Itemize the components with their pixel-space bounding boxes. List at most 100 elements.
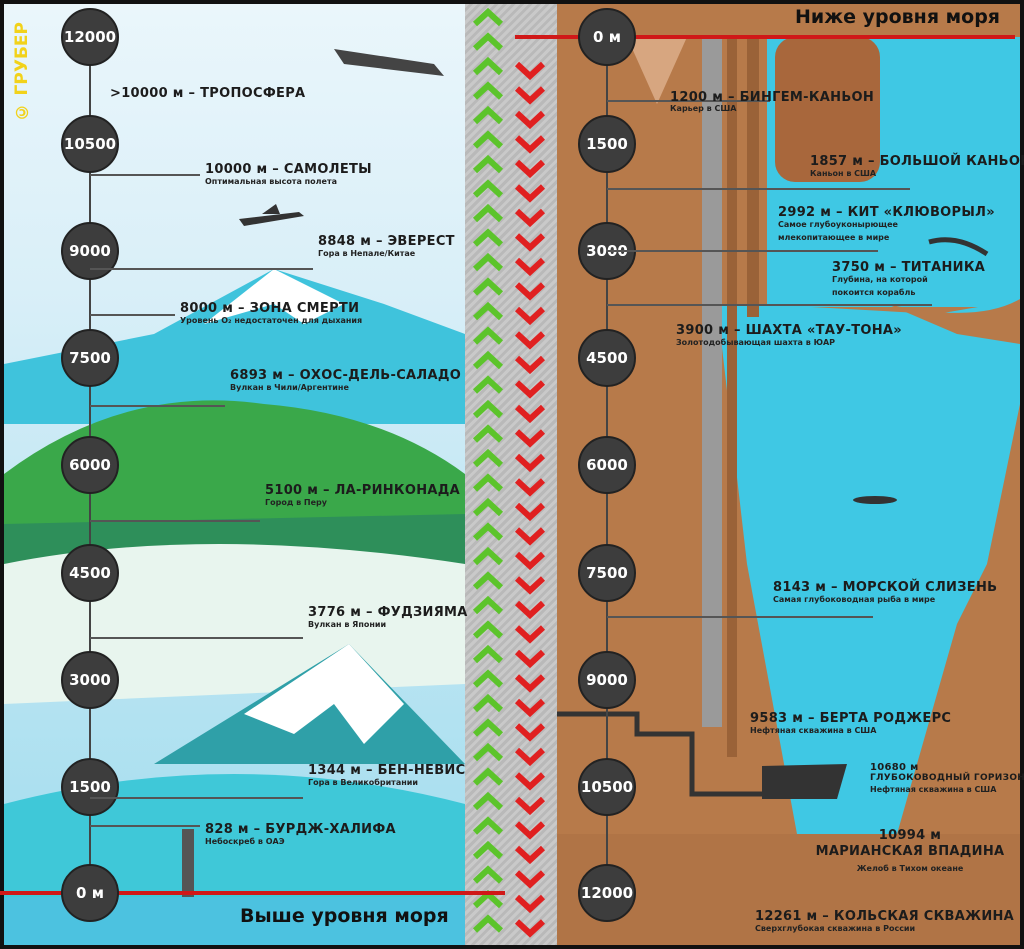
altitude-marker: 7500 xyxy=(61,329,119,387)
depth-marker: 10500 xyxy=(578,758,636,816)
down-arrow-icon xyxy=(514,478,546,497)
below-sea-title: 12261 м – КОЛЬСКАЯ СКВАЖИНА xyxy=(755,909,1015,924)
credit-text: © ГРУБЕР xyxy=(12,22,32,122)
below-sea-title: 3900 м – ШАХТА «ТАУ-ТОНА» xyxy=(676,323,902,338)
down-arrow-icon xyxy=(514,772,546,791)
above-sea-title: 8000 м – ЗОНА СМЕРТИ xyxy=(180,301,360,316)
arrow-strip xyxy=(465,4,557,945)
above-sea-title: 828 м – БУРДЖ-ХАЛИФА xyxy=(205,822,396,837)
up-arrow-icon xyxy=(472,522,504,541)
depth-marker: 7500 xyxy=(578,544,636,602)
up-arrow-icon xyxy=(472,889,504,909)
down-arrow-icon xyxy=(514,208,546,228)
up-arrow-icon xyxy=(472,669,504,688)
down-arrow-icon xyxy=(514,257,546,277)
above-sea-caption: Вулкан в Японии xyxy=(308,620,387,629)
down-arrow-icon xyxy=(514,551,546,571)
below-sea-title: 8143 м – МОРСКОЙ СЛИЗЕНЬ xyxy=(773,580,998,595)
below-sea-caption: Желоб в Тихом океане xyxy=(856,864,964,873)
down-arrow-icon xyxy=(514,821,546,840)
below-sea-caption: Карьер в США xyxy=(670,104,737,113)
below-sea-caption: Глубина, на которой xyxy=(832,275,928,284)
below-sea-caption: Сверхглубокая скважина в России xyxy=(755,924,916,933)
up-arrow-icon xyxy=(472,840,504,860)
up-arrow-icon xyxy=(472,791,504,811)
up-arrow-icon xyxy=(472,816,504,835)
below-sea-title: 3750 м – ТИТАНИКА xyxy=(832,260,986,275)
level-line xyxy=(90,637,303,639)
above-sea-panel: © ГРУБЕР xyxy=(4,4,465,945)
above-sea-title: 6893 м – ОХОС-ДЕЛЬ-САЛАДО xyxy=(230,368,462,383)
level-line xyxy=(607,100,770,102)
up-arrow-icon xyxy=(472,718,504,737)
up-arrow-icon xyxy=(472,228,504,247)
depth-marker: 9000 xyxy=(578,651,636,709)
level-line xyxy=(607,188,910,190)
down-arrow-icon xyxy=(514,698,546,718)
below-sea-caption: Золотодобывающая шахта в ЮАР xyxy=(676,338,836,347)
level-line xyxy=(607,616,873,618)
down-arrow-icon xyxy=(514,61,546,81)
up-arrow-icon xyxy=(472,179,504,198)
above-sea-title: Выше уровня моря xyxy=(240,905,449,927)
up-arrow-icon xyxy=(472,473,504,492)
down-arrow-icon xyxy=(514,600,546,620)
up-arrow-icon xyxy=(472,130,504,149)
up-arrow-icon xyxy=(472,620,504,639)
down-arrow-icon xyxy=(514,404,546,424)
level-line xyxy=(607,304,932,306)
above-sea-title: 3776 м – ФУДЗИЯМА xyxy=(308,605,468,620)
depth-marker: 3000 xyxy=(578,222,636,280)
sea-level-line-right xyxy=(515,35,1015,39)
down-arrow-icon xyxy=(514,625,546,644)
altitude-marker: 10500 xyxy=(61,115,119,173)
up-arrow-icon xyxy=(472,375,504,394)
up-arrow-icon xyxy=(472,865,504,884)
up-arrow-icon xyxy=(472,693,504,713)
above-sea-caption: Оптимальная высота полета xyxy=(205,177,337,186)
up-arrow-icon xyxy=(472,546,504,566)
down-arrow-icon xyxy=(514,649,546,669)
below-sea-title-line2: ГЛУБОКОВОДНЫЙ ГОРИЗОНТ xyxy=(870,773,1024,783)
above-sea-caption: Уровень O₂ недостаточен для дыхания xyxy=(180,316,363,325)
below-sea-title: 9583 м – БЕРТА РОДЖЕРС xyxy=(750,711,952,726)
down-arrow-icon xyxy=(514,723,546,742)
altitude-marker: 12000 xyxy=(61,8,119,66)
up-arrow-icon xyxy=(472,326,504,345)
up-arrow-icon xyxy=(472,105,504,125)
up-arrow-icon xyxy=(472,154,504,174)
above-sea-caption: Вулкан в Чили/Аргентине xyxy=(230,383,349,392)
down-arrow-icon xyxy=(514,845,546,865)
below-sea-caption: Каньон в США xyxy=(810,169,877,178)
down-arrow-icon xyxy=(514,576,546,595)
below-sea-title-line2: МАРИАНСКАЯ ВПАДИНА xyxy=(815,844,1005,859)
level-line xyxy=(90,314,175,316)
up-arrow-icon xyxy=(472,203,504,223)
landscape-illustration xyxy=(4,49,465,945)
up-arrow-icon xyxy=(472,497,504,517)
down-arrow-icon xyxy=(514,747,546,767)
level-line xyxy=(90,405,225,407)
depth-marker: 6000 xyxy=(578,436,636,494)
above-sea-caption: Небоскреб в ОАЭ xyxy=(205,837,285,846)
below-sea-caption-line2: млекопитающее в мире xyxy=(778,233,890,242)
altitude-marker: 1500 xyxy=(61,758,119,816)
level-line xyxy=(90,797,303,799)
below-sea-caption-line2: покоится корабль xyxy=(832,288,916,297)
below-sea-caption: Самая глубоководная рыба в мире xyxy=(773,595,936,604)
up-arrow-icon xyxy=(472,7,504,27)
up-arrow-icon xyxy=(472,767,504,786)
up-arrow-icon xyxy=(472,252,504,272)
level-line xyxy=(90,268,313,270)
below-sea-title: 10994 м xyxy=(878,828,942,843)
above-sea-title: 8848 м – ЭВЕРЕСТ xyxy=(318,234,455,249)
up-arrow-icon xyxy=(472,56,504,76)
down-arrow-icon xyxy=(514,355,546,375)
altitude-marker: 9000 xyxy=(61,222,119,280)
depth-marker: 1500 xyxy=(578,115,636,173)
down-arrow-icon xyxy=(514,184,546,203)
down-arrow-icon xyxy=(514,919,546,938)
altitude-marker: 3000 xyxy=(61,651,119,709)
down-arrow-icon xyxy=(514,502,546,522)
above-sea-caption: Город в Перу xyxy=(265,498,327,507)
